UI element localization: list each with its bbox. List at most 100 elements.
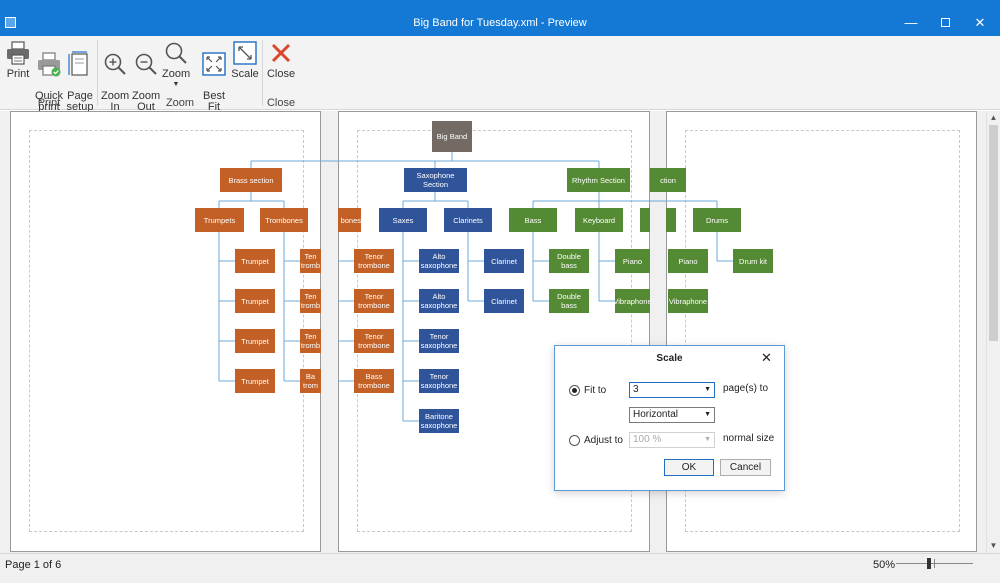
node-vibraphone: Vibraphone [668,289,708,313]
maximize-icon [940,18,950,27]
node-saxophone: Baritone saxophone [419,409,459,433]
node-trombone-fragment: Ten tromb [300,289,321,313]
scale-icon [233,41,257,65]
zoom-in-icon [104,53,126,75]
node-saxophone: Alto saxophone [419,249,459,273]
node-saxophone: Tenor saxophone [419,369,459,393]
ribbon-separator [97,40,98,106]
zoom-icon [165,42,187,64]
best-fit-icon [202,52,226,76]
node-trumpet: Trumpet [235,329,275,353]
zoom-out-icon [135,53,157,75]
page-info: Page 1 of 6 [5,559,62,571]
direction-combo[interactable]: Horizontal ▼ [629,407,715,423]
node-trombone: Tenor trombone [354,249,394,273]
window-title: Big Band for Tuesday.xml - Preview [413,17,587,29]
node-clarinet: Clarinet [484,249,524,273]
fit-to-label: Fit to [584,385,607,396]
node-piano: Piano [615,249,650,273]
scroll-down-arrow[interactable]: ▼ [989,541,998,550]
node-trumpet: Trumpet [235,369,275,393]
adjust-to-percent-value: 100 % [633,434,662,445]
ribbon: Print Quick print Page setup Zoom In [0,36,1000,113]
maximize-button[interactable] [930,14,960,32]
cancel-button[interactable]: Cancel [720,459,771,476]
zoom-group-label: Zoom [165,97,195,109]
zoom-slider-tick [934,559,935,568]
node-clarinets: Clarinets [444,208,492,232]
scrollbar-thumb[interactable] [989,125,998,341]
page-setup-icon [68,51,88,76]
title-bar: Big Band for Tuesday.xml - Preview — ✕ [0,0,1000,36]
node-trumpet: Trumpet [235,249,275,273]
scale-dialog: Scale ✕ Fit to 3 ▼ page(s) to Horizontal… [554,345,785,491]
minimize-button[interactable]: — [904,15,918,30]
chevron-down-icon: ▼ [704,436,711,443]
node-keyboard: Keyboard [575,208,623,232]
node-double-bass: Double bass [549,249,589,273]
scale-label: Scale [231,68,259,80]
page-margin [685,130,960,532]
close-preview-button[interactable]: Close [266,40,296,80]
node-rhythm-fragment [640,208,650,232]
node-vibraphone: Vibraphone [615,289,650,313]
vertical-scrollbar[interactable]: ▲ ▼ [986,111,1000,553]
scroll-up-arrow[interactable]: ▲ [989,113,998,122]
close-group-label: Close [266,97,296,109]
adjust-to-radio[interactable] [569,435,580,446]
app-icon [5,17,16,28]
print-preview-area[interactable]: Big Band Brass section Saxophone Section… [0,111,986,553]
adjust-to-label: Adjust to [584,435,623,446]
zoom-in-button[interactable]: Zoom In [101,40,129,113]
node-trombone: Tenor trombone [354,289,394,313]
node-saxes: Saxes [379,208,427,232]
dialog-close-button[interactable]: ✕ [761,350,772,365]
quick-printer-icon [38,52,61,77]
chevron-down-icon: ▼ [172,81,180,88]
ribbon-separator [262,40,263,106]
best-fit-label: Best Fit [202,90,225,113]
zoom-slider-thumb[interactable] [927,558,931,569]
node-trombones-fragment: bones [338,208,361,232]
node-drum-kit: Drum kit [733,249,773,273]
node-big-band: Big Band [432,121,472,152]
dialog-title: Scale [656,353,683,364]
node-piano: Piano [668,249,708,273]
status-bar: Page 1 of 6 50% [0,553,1000,583]
print-label: Print [6,68,30,80]
node-trumpets: Trumpets [195,208,244,232]
page-setup-button[interactable]: Page setup [66,40,94,113]
ok-button[interactable]: OK [664,459,714,476]
print-group-label: Print [37,97,61,109]
direction-value: Horizontal [633,409,679,420]
node-bass: Bass [509,208,557,232]
fit-to-radio[interactable] [569,385,580,396]
node-trombone: Bass trombone [354,369,394,393]
close-window-button[interactable]: ✕ [974,15,986,30]
adjust-to-percent-combo[interactable]: 100 % ▼ [629,432,715,448]
zoom-out-label: Zoom Out [132,90,161,113]
org-chart-connectors [218,152,733,422]
node-drums: Drums [693,208,741,232]
node-saxophone-section: Saxophone Section [404,168,467,192]
node-trombones: Trombones [260,208,308,232]
node-saxophone: Tenor saxophone [419,329,459,353]
pages-to-label: page(s) to [723,383,769,394]
close-x-icon [271,43,291,63]
node-rhythm-fragment [666,208,676,232]
scale-button[interactable]: Scale [231,40,259,80]
node-rhythm-section-fragment: ction [650,168,686,192]
node-trombone-fragment: Ten tromb [300,249,321,273]
zoom-in-label: Zoom In [101,90,130,113]
zoom-dropdown-button[interactable]: Zoom ▼ [162,40,190,89]
printer-icon [7,41,29,65]
zoom-out-button[interactable]: Zoom Out [132,40,160,113]
node-trombone: Tenor trombone [354,329,394,353]
fit-to-pages-combo[interactable]: 3 ▼ [629,382,715,398]
print-button[interactable]: Print [4,40,32,80]
best-fit-button[interactable]: Best Fit [200,40,228,113]
quick-print-button[interactable]: Quick print [34,40,64,113]
zoom-label: Zoom [162,68,191,80]
node-trombone-fragment: Ten tromb [300,329,321,353]
zoom-slider[interactable] [896,558,973,569]
